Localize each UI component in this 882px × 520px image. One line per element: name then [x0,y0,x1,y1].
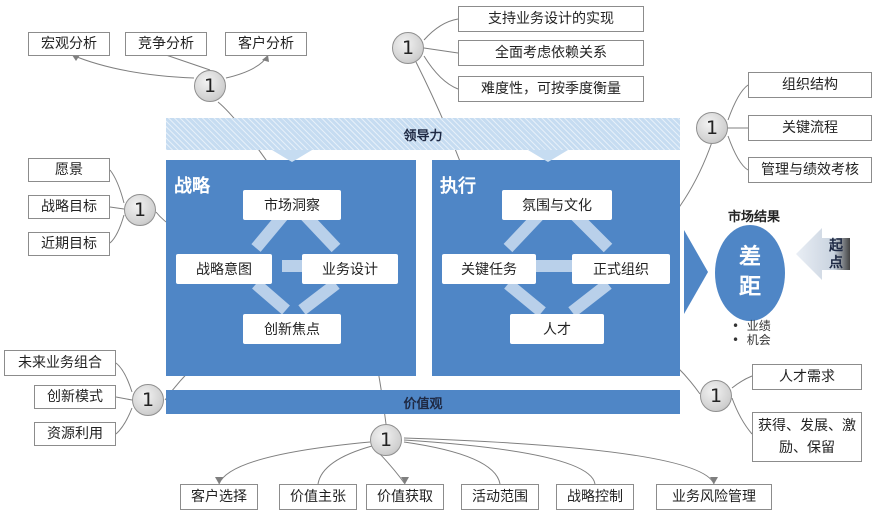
value-capture-box: 价值获取 [366,484,444,510]
leadership-notch-left [272,150,312,162]
critical-tasks-box: 关键任务 [442,254,536,284]
customer-selection-box: 客户选择 [180,484,258,510]
value-proposition-box: 价值主张 [279,484,357,510]
execution-connector-shape [503,207,613,317]
future-portfolio-box: 未来业务组合 [4,350,116,376]
circle-top-left: 1 [194,70,226,102]
dependencies-box: 全面考虑依赖关系 [458,40,644,66]
strategic-goal-box: 战略目标 [28,195,110,219]
start-arrow [796,228,850,280]
values-bar: 价值观 [166,390,680,414]
business-risk-box: 业务风险管理 [656,484,772,510]
competition-analysis-box: 竞争分析 [125,32,207,56]
strategic-intent-box: 战略意图 [176,254,272,284]
leadership-notch-right [528,150,568,162]
circle-top-center: 1 [392,32,424,64]
execution-title: 执行 [440,176,476,197]
difficulty-box: 难度性，可按季度衡量 [458,76,644,102]
innovation-model-box: 创新模式 [34,385,116,409]
innovation-focus-box: 创新焦点 [243,314,341,344]
strategy-panel: 战略 市场洞察 战略意图 业务设计 创新焦点 [166,160,416,376]
result-bullet-2: • 机会 [732,333,771,347]
resource-use-box: 资源利用 [34,422,116,446]
circle-bottom: 1 [370,424,402,456]
strategic-control-box: 战略控制 [556,484,634,510]
leadership-label: 领导力 [403,128,443,144]
circle-left-bottom: 1 [132,384,164,416]
talent-box: 人才 [510,314,604,344]
execution-panel: 执行 氛围与文化 关键任务 正式组织 人才 [432,160,680,376]
circle-left-mid: 1 [124,194,156,226]
start-label: 起点 [829,238,843,271]
gap-label: 差距 [738,245,761,300]
near-term-goal-box: 近期目标 [28,232,110,256]
gap-ellipse: 差距 [715,225,785,321]
support-design-box: 支持业务设计的实现 [458,6,644,32]
macro-analysis-box: 宏观分析 [28,32,110,56]
values-label: 价值观 [403,396,443,412]
talent-lifecycle-box: 获得、发展、激励、保留 [752,412,862,462]
result-bullet-2-text: 机会 [746,333,771,347]
customer-analysis-box: 客户分析 [225,32,307,56]
leadership-bar: 领导力 [166,118,680,150]
circle-right-bottom: 1 [700,380,732,412]
result-bullet-1-text: 业绩 [746,319,771,333]
talent-demand-box: 人才需求 [752,364,862,390]
key-process-box: 关键流程 [748,115,872,141]
activity-scope-box: 活动范围 [461,484,539,510]
climate-culture-box: 氛围与文化 [502,190,612,220]
formal-org-box: 正式组织 [572,254,670,284]
business-design-box: 业务设计 [302,254,398,284]
result-arrow [684,230,708,314]
market-result-title: 市场结果 [728,210,781,225]
result-bullet-1: • 业绩 [732,319,771,333]
vision-box: 愿景 [28,158,110,182]
market-insight-box: 市场洞察 [243,190,341,220]
strategy-title: 战略 [174,176,210,197]
circle-right-top: 1 [696,112,728,144]
performance-mgmt-box: 管理与绩效考核 [748,157,872,183]
org-structure-box: 组织结构 [748,72,872,98]
